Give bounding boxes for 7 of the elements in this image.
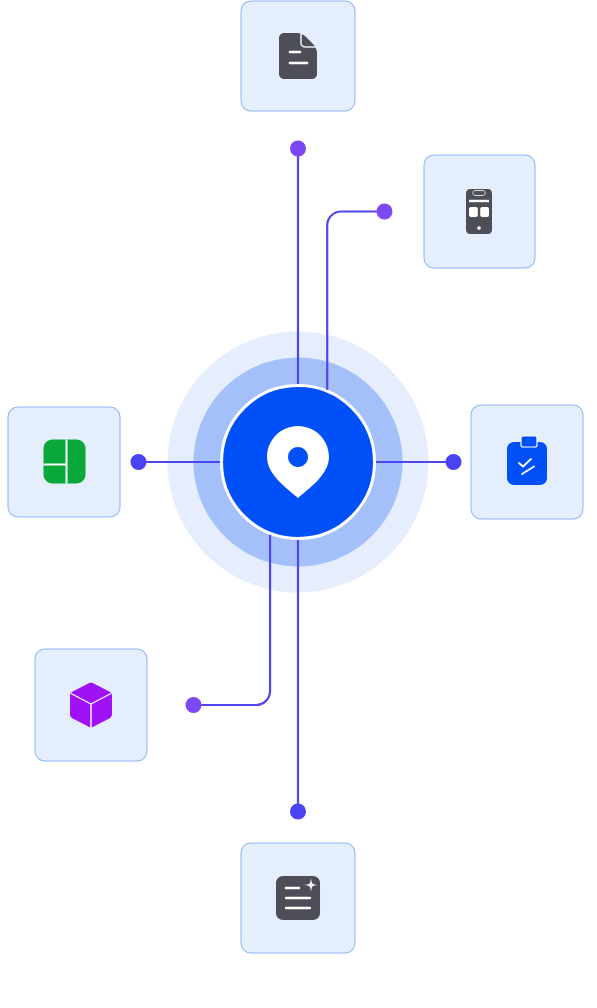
connector-line <box>130 454 220 470</box>
connector-line <box>290 540 306 820</box>
connector-line <box>326 203 393 390</box>
connector-line <box>376 454 462 470</box>
icon-tile <box>423 154 536 269</box>
connector-line <box>290 140 306 384</box>
connector-line <box>185 534 272 713</box>
